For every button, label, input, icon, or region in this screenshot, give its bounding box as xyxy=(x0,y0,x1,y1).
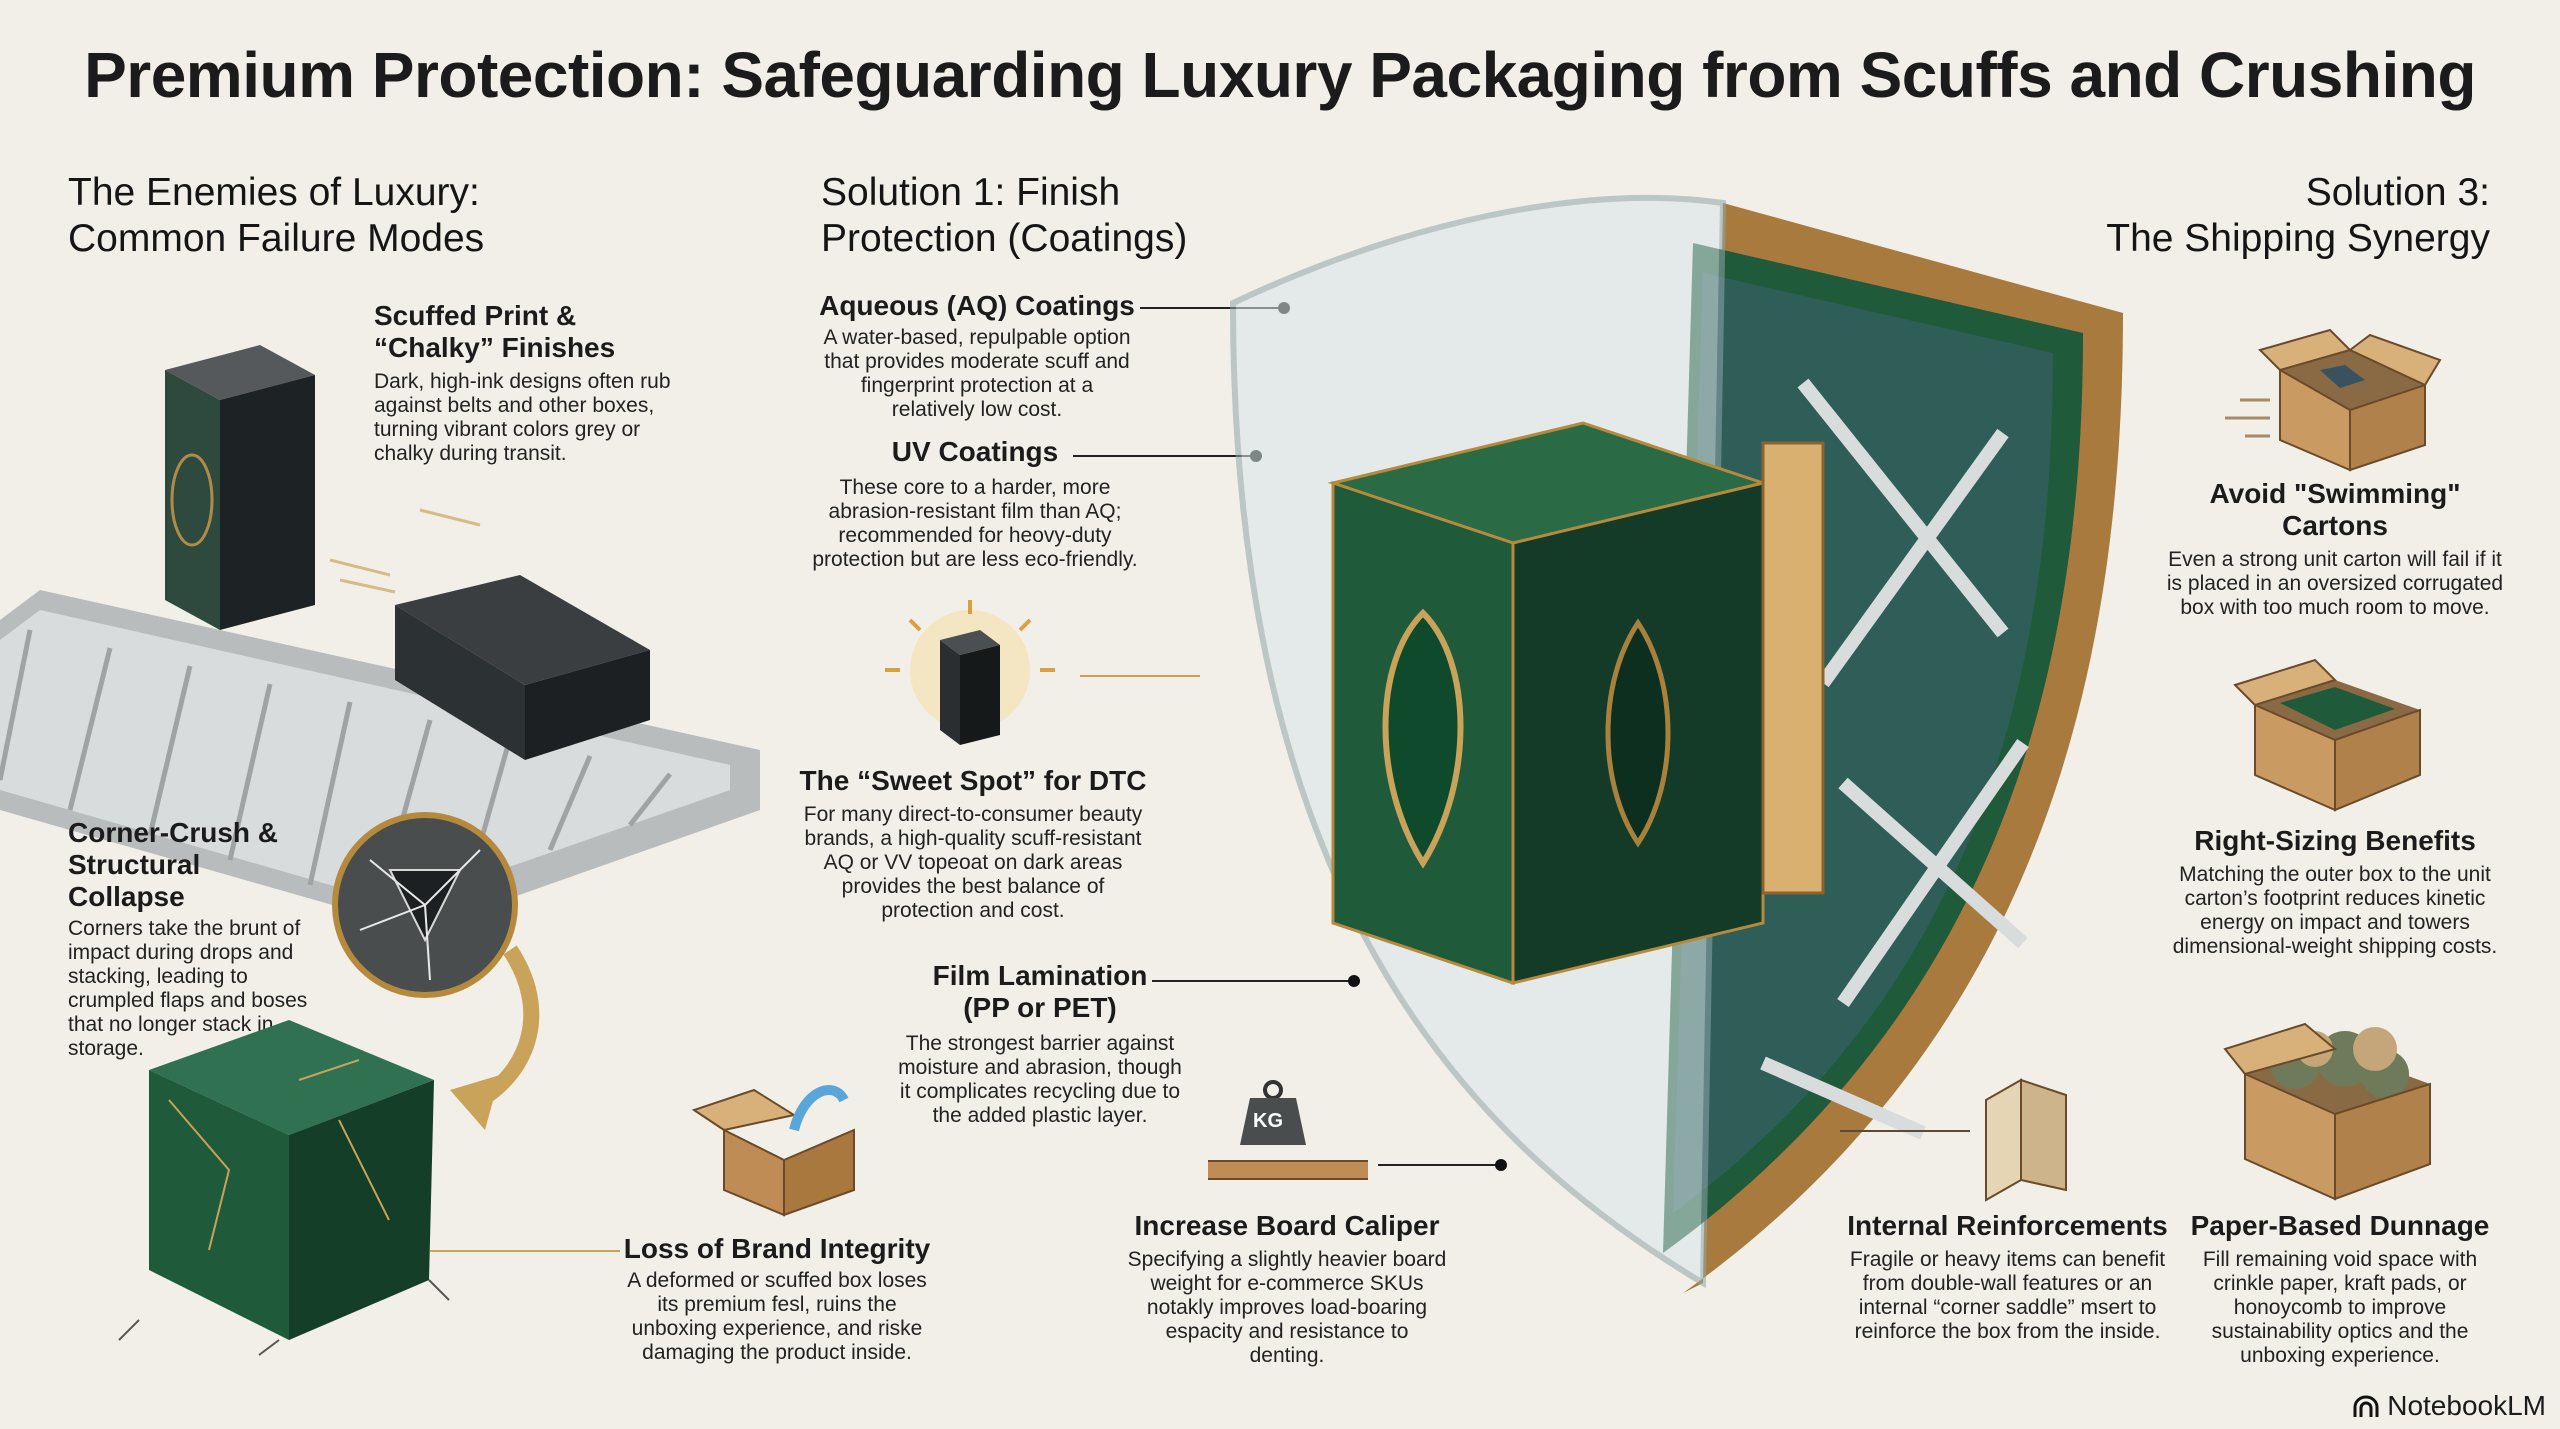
callout-title: Corner-Crush & xyxy=(68,817,279,848)
conveyor-belt-illustration xyxy=(0,345,760,930)
dark-luxury-box-flat xyxy=(395,575,650,760)
connector-dot xyxy=(1495,1159,1507,1171)
corner-crush-callout: Corner-Crush & Structural Collapse Corne… xyxy=(68,817,318,1061)
callout-body: A water-based, repulpable option that pr… xyxy=(823,326,1131,421)
callout-title: Scuffed Print & xyxy=(374,300,577,331)
connector-line xyxy=(1840,1130,1970,1132)
connector-dot xyxy=(1348,975,1360,987)
uv-coatings-callout: UV Coatings These core to a harder, more… xyxy=(810,436,1140,572)
connector-line xyxy=(1140,307,1282,309)
sweet-spot-glow-box-icon xyxy=(885,600,1055,745)
callout-title: “Chalky” Finishes xyxy=(374,332,616,363)
callout-body: The strongest barrier against moisture a… xyxy=(898,1032,1182,1127)
shield-internal-bracing xyxy=(1760,378,2029,1140)
curved-arrow-icon xyxy=(450,945,540,1130)
page-title: Premium Protection: Safeguarding Luxury … xyxy=(84,39,2476,111)
callout-title: Film Lamination xyxy=(932,960,1148,991)
corner-saddle-insert xyxy=(1761,441,1825,895)
paper-dunnage-box-icon xyxy=(2223,1022,2431,1201)
callout-title: UV Coatings xyxy=(891,436,1059,467)
avoid-swimming-callout: Avoid "Swimming" Cartons Even a strong u… xyxy=(2160,478,2510,620)
cracked-corner-magnifier xyxy=(332,812,518,998)
callout-body: Fill remaining void space with crinkle p… xyxy=(2202,1248,2478,1367)
board-caliper-icon: KG xyxy=(1208,1080,1378,1180)
callout-body: Fragile or heavy items can benefit from … xyxy=(1849,1248,2166,1343)
ornate-green-luxury-box xyxy=(1327,421,1769,986)
scuff-swoosh xyxy=(789,1085,849,1132)
notebooklm-logo-icon xyxy=(2353,1395,2379,1417)
callout-title: Increase Board Caliper xyxy=(1134,1210,1440,1241)
brand-integrity-callout: Loss of Brand Integrity A deformed or sc… xyxy=(617,1233,937,1365)
crushed-green-box-illustration xyxy=(118,1020,450,1356)
connector-line xyxy=(430,1250,620,1252)
brand-label: NotebookLM xyxy=(2387,1390,2546,1421)
internal-reinforcements-callout: Internal Reinforcements Fragile or heavy… xyxy=(1845,1210,2170,1344)
callout-title: Aqueous (AQ) Coatings xyxy=(819,290,1135,321)
heading-line: The Shipping Synergy xyxy=(2106,217,2490,260)
callout-body: Corners take the brunt of impact during … xyxy=(68,917,308,1060)
notebooklm-watermark: NotebookLM xyxy=(2353,1390,2546,1422)
right-sizing-callout: Right-Sizing Benefits Matching the outer… xyxy=(2155,825,2515,959)
heading-line: Solution 3: xyxy=(2305,171,2490,214)
connector-line xyxy=(1073,455,1255,457)
protective-shield-illustration xyxy=(1229,194,2123,1293)
callout-body: Specifying a slightly heavier board weig… xyxy=(1127,1248,1447,1367)
heading-line: Protection (Coatings) xyxy=(821,217,1188,260)
scuffed-print-callout: Scuffed Print & “Chalky” Finishes Dark, … xyxy=(374,300,674,466)
kg-label: KG xyxy=(1253,1110,1283,1132)
corner-saddle-insert-icon xyxy=(1985,1078,2067,1202)
section-heading-shipping: Solution 3: The Shipping Synergy xyxy=(2106,170,2490,262)
connector-line xyxy=(1152,980,1352,982)
callout-title: Internal Reinforcements xyxy=(1847,1210,2168,1241)
board-layer xyxy=(1208,1160,1368,1180)
callout-title: Loss of Brand Integrity xyxy=(623,1233,931,1264)
swimming-carton-box-icon xyxy=(2225,328,2442,472)
section-heading-failure-modes: The Enemies of Luxury: Common Failure Mo… xyxy=(68,170,484,262)
kg-weight-icon xyxy=(1240,1080,1306,1145)
callout-title: (PP or PET) xyxy=(963,992,1117,1023)
callout-title: Structural Collapse xyxy=(68,849,201,912)
dark-luxury-box-tall xyxy=(165,345,315,630)
callout-body: A deformed or scuffed box loses its prem… xyxy=(627,1269,927,1364)
callout-title: Right-Sizing Benefits xyxy=(2194,825,2476,856)
connector-line xyxy=(1080,675,1200,677)
callout-body: Dark, high-ink designs often rub against… xyxy=(374,370,671,465)
paper-dunnage-callout: Paper-Based Dunnage Fill remaining void … xyxy=(2180,1210,2500,1368)
callout-title: The “Sweet Spot” for DTC xyxy=(799,765,1147,796)
heading-line: The Enemies of Luxury: xyxy=(68,171,480,214)
heading-line: Solution 1: Finish xyxy=(821,171,1121,214)
sweet-spot-callout: The “Sweet Spot” for DTC For many direct… xyxy=(793,765,1153,923)
section-heading-coatings: Solution 1: Finish Protection (Coatings) xyxy=(821,170,1187,262)
callout-body: For many direct-to-consumer beauty brand… xyxy=(803,803,1143,922)
callout-body: Even a strong unit carton will fail if i… xyxy=(2166,548,2504,619)
conveyor-rollers xyxy=(0,610,730,905)
connector-line xyxy=(1378,1164,1499,1166)
motion-lines xyxy=(329,508,481,594)
open-box-icon xyxy=(691,1085,855,1217)
right-sized-box-icon xyxy=(2233,658,2421,812)
callout-title: Paper-Based Dunnage xyxy=(2190,1210,2490,1241)
film-lamination-callout: Film Lamination (PP or PET) The stronges… xyxy=(890,960,1190,1128)
board-caliper-callout: Increase Board Caliper Specifying a slig… xyxy=(1127,1210,1447,1368)
aq-coatings-callout: Aqueous (AQ) Coatings A water-based, rep… xyxy=(817,290,1137,422)
callout-body: Matching the outer box to the unit carto… xyxy=(2172,863,2498,958)
callout-body: These core to a harder, more abrasion-re… xyxy=(812,476,1138,571)
heading-line: Common Failure Modes xyxy=(68,217,485,260)
callout-title: Avoid "Swimming" Cartons xyxy=(2209,478,2461,541)
